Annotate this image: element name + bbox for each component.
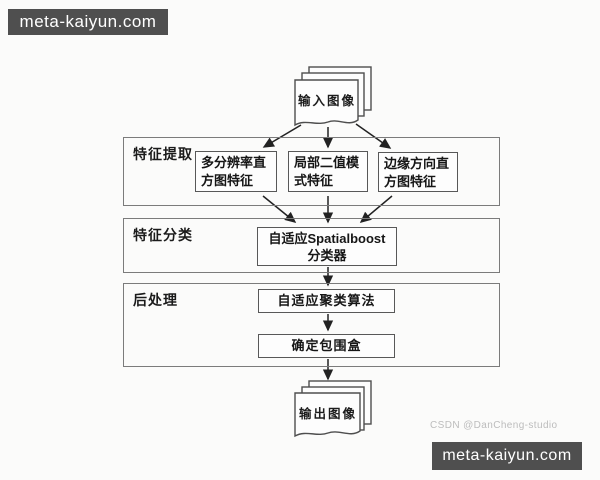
csdn-watermark: CSDN @DanCheng-studio — [430, 420, 558, 431]
box-local-binary-pattern: 局部二值模 式特征 — [288, 151, 368, 192]
section-feature-classification-label: 特征分类 — [133, 227, 193, 243]
banner-top-left: meta-kaiyun.com — [8, 9, 168, 35]
box-multires-histogram-line2: 方图特征 — [201, 173, 254, 188]
box-adaptive-clustering-line1: 自适应聚类算法 — [277, 293, 376, 308]
banner-bottom-text: meta-kaiyun.com — [442, 447, 572, 464]
box-edge-direction-histogram: 边缘方向直 方图特征 — [378, 152, 458, 192]
box-bounding-box-line1: 确定包围盒 — [291, 338, 362, 353]
box-edge-direction-histogram-line2: 方图特征 — [384, 174, 437, 189]
section-feature-extraction-label: 特征提取 — [133, 146, 193, 162]
box-bounding-box: 确定包围盒 — [258, 334, 395, 358]
box-local-binary-pattern-line2: 式特征 — [294, 173, 334, 188]
section-post-processing: 后处理 — [123, 283, 500, 367]
box-edge-direction-histogram-line1: 边缘方向直 — [384, 156, 450, 171]
banner-top-text: meta-kaiyun.com — [19, 12, 157, 31]
section-post-processing-label: 后处理 — [133, 292, 178, 308]
input-image-label: 输入图像 — [297, 94, 356, 108]
box-local-binary-pattern-line1: 局部二值模 — [294, 155, 360, 170]
box-spatialboost-classifier: 自适应Spatialboost 分类器 — [257, 227, 397, 266]
box-multires-histogram: 多分辨率直 方图特征 — [195, 151, 277, 192]
section-feature-extraction: 特征提取 — [123, 137, 500, 206]
output-image-label: 输出图像 — [298, 407, 357, 421]
section-feature-classification: 特征分类 — [123, 218, 500, 273]
box-spatialboost-classifier-line1: 自适应Spatialboost — [268, 230, 386, 246]
box-multires-histogram-line1: 多分辨率直 — [201, 155, 267, 170]
box-adaptive-clustering: 自适应聚类算法 — [258, 289, 395, 313]
banner-bottom-right: meta-kaiyun.com — [432, 442, 582, 470]
box-spatialboost-classifier-line2: 分类器 — [307, 247, 347, 263]
